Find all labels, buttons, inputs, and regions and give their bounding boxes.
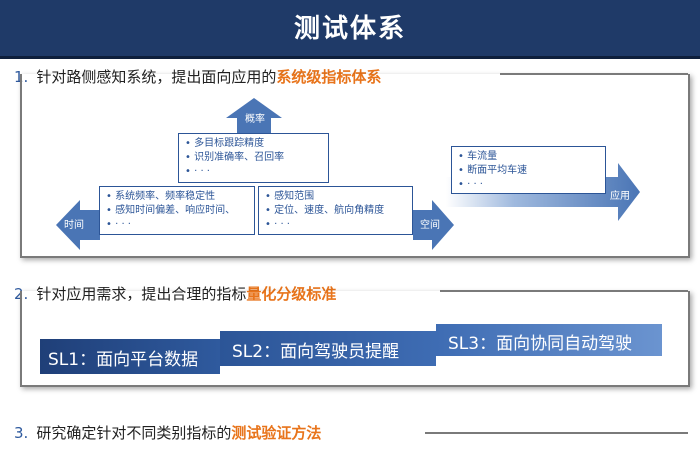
level-2-bar (220, 331, 436, 366)
section-3-text: 研究确定针对不同类别指标的 (36, 424, 232, 442)
section-2-heading: 2.针对应用需求，提出合理的指标量化分级标准 (14, 283, 336, 304)
level-2-label: SL2：面向驾驶员提醒 (232, 342, 400, 362)
level-1-label: SL1：面向平台数据 (48, 350, 199, 370)
section-1-frame (20, 74, 690, 258)
time-arrow (56, 200, 100, 250)
section-2-frame (20, 291, 690, 387)
metric-item: 车流量 (467, 151, 498, 162)
application-metrics-box: • 车流量 • 断面平均车速 • · · · (451, 146, 606, 194)
section-1-heading: 1.针对路侧感知系统，提出面向应用的系统级指标体系 (14, 66, 381, 87)
metric-item: 感知时间偏差、响应时间、 (115, 205, 236, 216)
section-3-rule (425, 432, 688, 434)
section-1-frame-top (500, 73, 688, 75)
metric-item: 定位、速度、航向角精度 (274, 205, 385, 216)
time-metrics-box: • 系统频率、频率稳定性 • 感知时间偏差、响应时间、 • · · · (99, 186, 255, 235)
section-3-heading: 3. 研究确定针对不同类别指标的测试验证方法 (14, 422, 321, 443)
application-label: 应用 (610, 191, 630, 202)
space-metrics-box: • 感知范围 • 定位、速度、航向角精度 • · · · (258, 186, 413, 235)
metric-item: · · · (115, 219, 131, 230)
probability-arrow (226, 98, 282, 135)
section-1-highlight: 系统级指标体系 (276, 68, 382, 86)
section-1-text: 针对路侧感知系统，提出面向应用的 (36, 68, 277, 86)
space-label: 空间 (420, 220, 440, 231)
metric-item: 多目标跟踪精度 (194, 138, 265, 149)
page-title: 测试体系 (293, 14, 406, 44)
probability-label: 概率 (245, 114, 265, 125)
section-3-highlight: 测试验证方法 (231, 424, 322, 442)
space-arrow (413, 200, 454, 250)
level-1-bar (40, 339, 220, 374)
header-bar: 测试体系 (0, 0, 700, 59)
level-3-label: SL3：面向协同自动驾驶 (448, 334, 633, 354)
probability-metrics-box: • 多目标跟踪精度 • 识别准确率、召回率 • · · · (178, 133, 329, 183)
time-label: 时间 (64, 220, 84, 231)
metric-item: 识别准确率、召回率 (194, 152, 285, 163)
metric-item: 感知范围 (274, 191, 315, 202)
metric-item: · · · (274, 219, 290, 230)
section-2-text: 针对应用需求，提出合理的指标 (36, 285, 247, 303)
metric-item: · · · (194, 166, 210, 177)
level-3-bar (436, 324, 662, 356)
metric-item: · · · (467, 179, 483, 190)
metric-item: 断面平均车速 (467, 165, 528, 176)
metric-item: 系统频率、频率稳定性 (115, 191, 216, 202)
section-3-number: 3. (14, 424, 29, 442)
section-2-frame-top (440, 290, 688, 292)
section-2-highlight: 量化分级标准 (246, 285, 337, 303)
